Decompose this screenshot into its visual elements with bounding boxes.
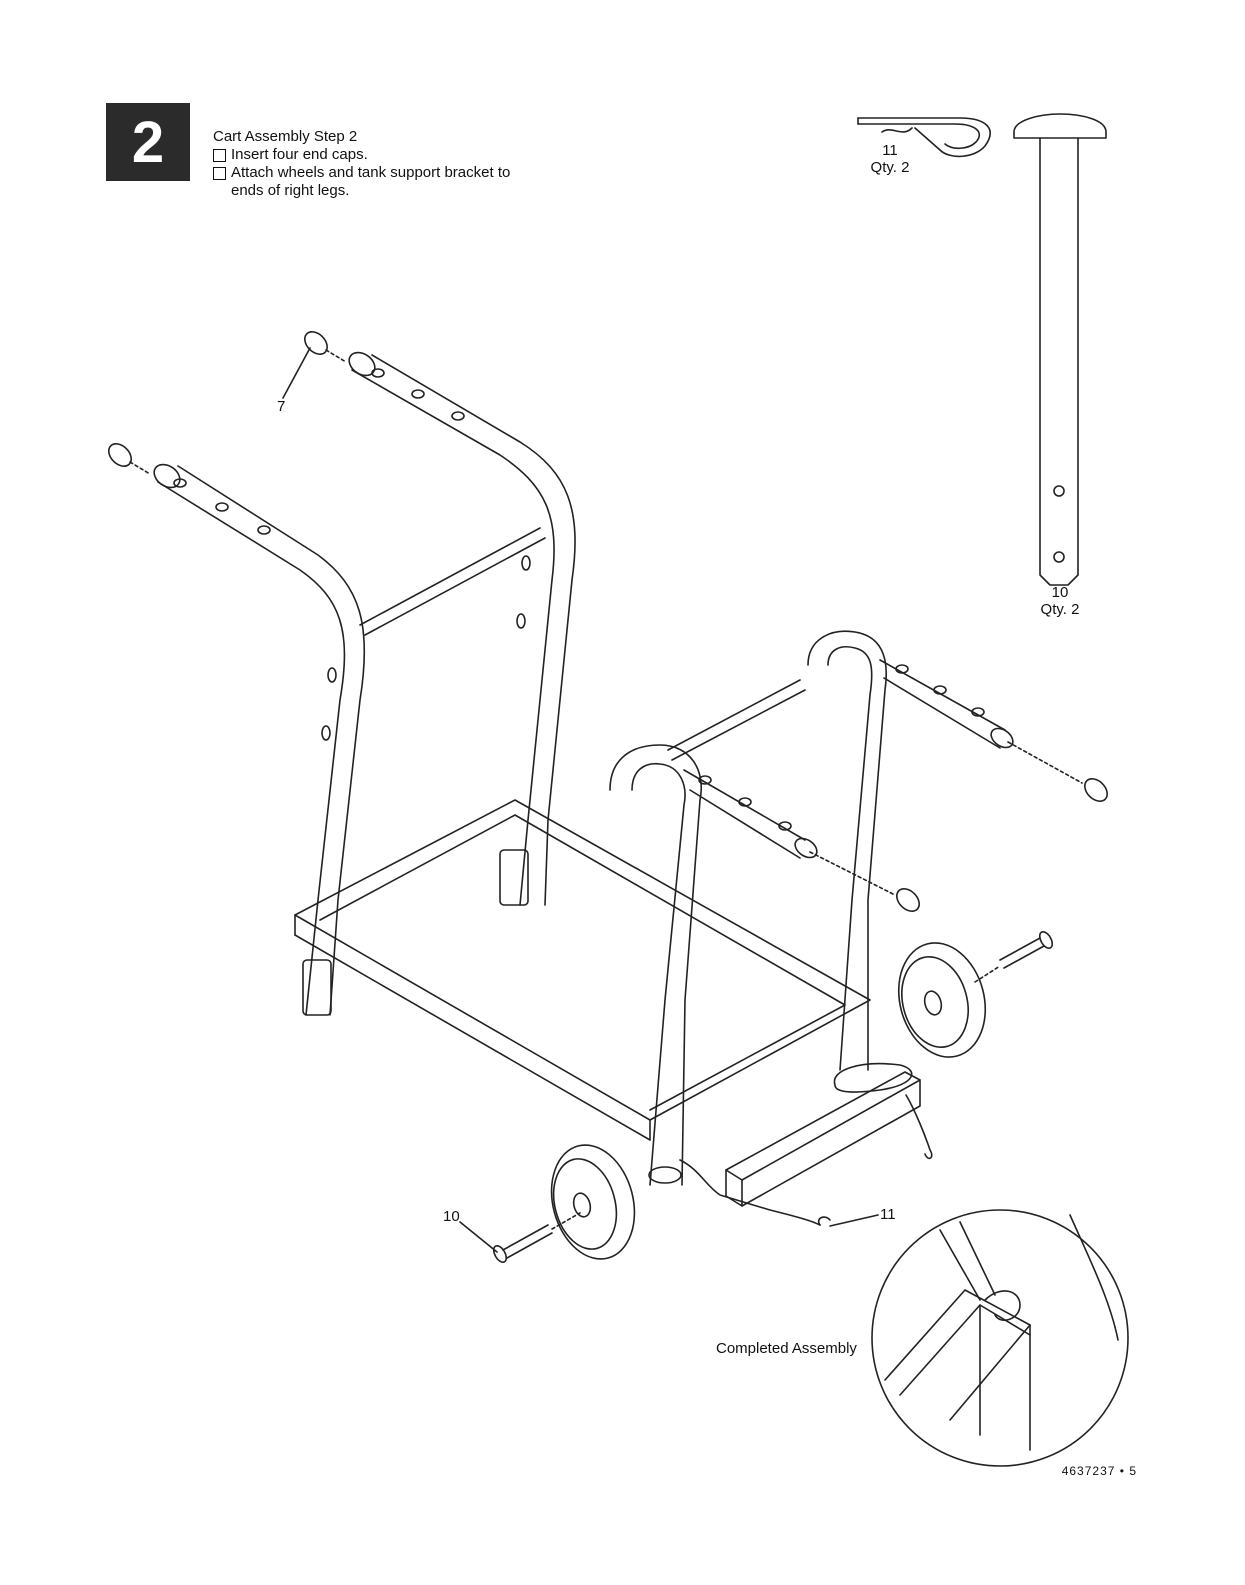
wheel-icon	[539, 1136, 646, 1269]
callout-11-leader	[830, 1215, 878, 1226]
end-cap-icon	[300, 327, 346, 362]
part-number: 10	[1035, 584, 1085, 601]
end-cap-icon	[810, 852, 924, 916]
end-cap-icon	[104, 439, 150, 474]
callout-10-leader	[460, 1222, 497, 1252]
bottom-frame	[295, 800, 870, 1140]
callout-7-leader	[283, 348, 310, 398]
completed-assembly-inset	[872, 1210, 1128, 1466]
right-leg-frame	[610, 631, 1016, 1185]
axle-bolt-icon	[975, 930, 1055, 982]
footer-separator: •	[1120, 1464, 1130, 1478]
page-footer: 4637237 • 5	[1062, 1464, 1137, 1478]
wheel-icon	[886, 933, 997, 1067]
hitch-pin-part-label: 11 Qty. 2	[870, 142, 910, 176]
part-qty: Qty. 2	[870, 159, 910, 176]
completed-assembly-label: Completed Assembly	[716, 1340, 857, 1357]
end-cap-icon	[1008, 742, 1112, 806]
hitch-pin-callout: 11	[880, 1206, 896, 1223]
end-cap-callout: 7	[277, 398, 285, 415]
axle-bolt-callout: 10	[443, 1208, 460, 1225]
part-number: 11	[870, 142, 910, 159]
page-number: 5	[1129, 1464, 1137, 1478]
left-leg-frame	[150, 348, 575, 1015]
axle-bolt-part-label: 10 Qty. 2	[1035, 584, 1085, 618]
tank-support-bracket-icon	[726, 1064, 920, 1206]
part-qty: Qty. 2	[1035, 601, 1085, 618]
axle-bolt-part-icon	[1014, 114, 1106, 585]
document-number: 4637237	[1062, 1464, 1116, 1478]
